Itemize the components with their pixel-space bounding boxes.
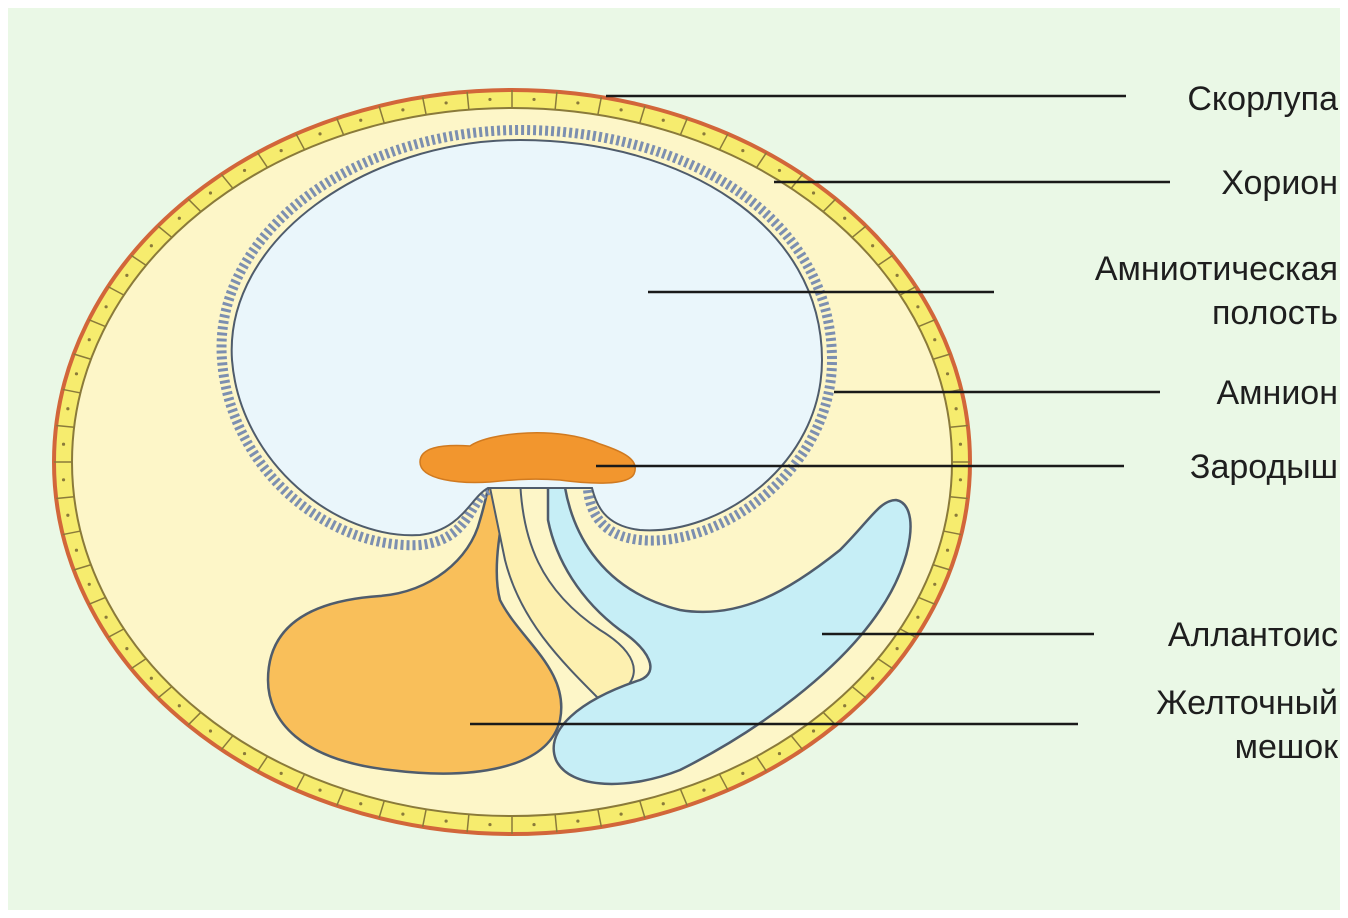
chorion-cell-nucleus [916,616,919,619]
chorion-cell-nucleus [871,244,874,247]
chorion-cell-nucleus [318,789,321,792]
label-yolk-sac-line1: Желточный [1156,684,1338,722]
label-amniotic-cavity-line2: полость [1212,294,1338,332]
chorion-cell-nucleus [62,443,65,446]
chorion-cell-nucleus [150,244,153,247]
label-embryo: Зародыш [1190,448,1338,486]
chorion-cell-nucleus [871,677,874,680]
chorion-cell-nucleus [359,119,362,122]
chorion-cell-nucleus [125,647,128,650]
chorion-cell-nucleus [178,704,181,707]
chorion-cell-nucleus [741,149,744,152]
chorion-cell-nucleus [933,338,936,341]
chorion-cell-nucleus [933,583,936,586]
chorion-cell-nucleus [280,772,283,775]
chorion-cell-nucleus [75,372,78,375]
chorion-cell-nucleus [75,549,78,552]
chorion-cell-nucleus [178,217,181,220]
chorion-cell-nucleus [150,677,153,680]
chorion-cell-nucleus [619,108,622,111]
chorion-cell-nucleus [946,372,949,375]
chorion-cell-nucleus [576,819,579,822]
chorion-cell-nucleus [532,823,535,826]
chorion-cell-nucleus [445,819,448,822]
chorion-cell-nucleus [445,101,448,104]
chorion-cell-nucleus [243,752,246,755]
chorion-cell-nucleus [812,191,815,194]
chorion-cell-nucleus [62,478,65,481]
chorion-cell-nucleus [401,108,404,111]
chorion-cell-nucleus [576,101,579,104]
chorion-cell-nucleus [66,514,69,517]
chorion-cell-nucleus [280,149,283,152]
chorion-cell-nucleus [88,338,91,341]
chorion-cell-nucleus [741,772,744,775]
label-chorion: Хорион [1221,164,1338,202]
chorion-cell-nucleus [105,616,108,619]
chorion-cell-nucleus [959,443,962,446]
label-shell: Скорлупа [1187,80,1338,118]
chorion-cell-nucleus [359,802,362,805]
chorion-cell-nucleus [66,407,69,410]
chorion-cell-nucleus [125,274,128,277]
chorion-cell-nucleus [955,407,958,410]
chorion-cell-nucleus [896,274,899,277]
chorion-cell-nucleus [318,132,321,135]
chorion-cell-nucleus [778,169,781,172]
chorion-cell-nucleus [702,789,705,792]
label-amnion: Амнион [1216,374,1338,412]
chorion-cell-nucleus [896,647,899,650]
chorion-cell-nucleus [843,217,846,220]
chorion-cell-nucleus [662,802,665,805]
chorion-cell-nucleus [105,305,108,308]
chorion-cell-nucleus [916,305,919,308]
chorion-cell-nucleus [88,583,91,586]
chorion-cell-nucleus [955,514,958,517]
chorion-cell-nucleus [243,169,246,172]
chorion-cell-nucleus [812,729,815,732]
chorion-cell-nucleus [488,823,491,826]
chorion-cell-nucleus [209,729,212,732]
chorion-cell-nucleus [209,191,212,194]
chorion-cell-nucleus [843,704,846,707]
chorion-cell-nucleus [702,132,705,135]
label-yolk-sac-line2: мешок [1235,728,1339,766]
label-allantois: Аллантоис [1168,616,1338,654]
chorion-cell-nucleus [662,119,665,122]
chorion-cell-nucleus [959,478,962,481]
chorion-cell-nucleus [946,549,949,552]
chorion-cell-nucleus [488,98,491,101]
chorion-cell-nucleus [401,813,404,816]
chorion-cell-nucleus [619,813,622,816]
chorion-cell-nucleus [532,98,535,101]
chorion-cell-nucleus [778,752,781,755]
label-amniotic-cavity-line1: Амниотическая [1095,250,1338,288]
